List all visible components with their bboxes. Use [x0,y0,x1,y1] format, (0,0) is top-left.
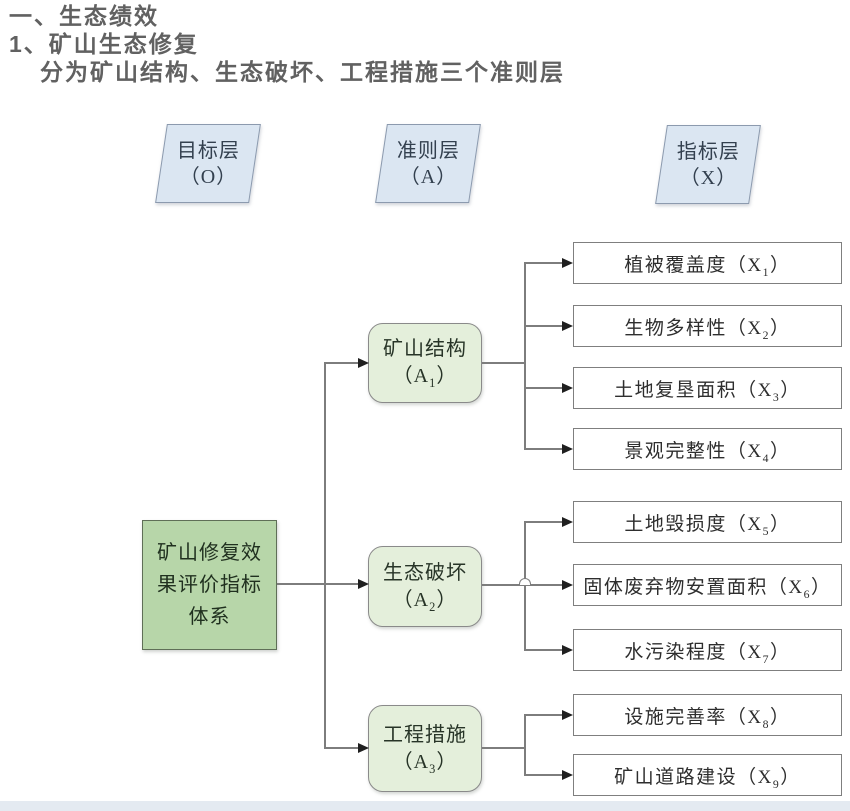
criterion-a3-name: 工程措施 [383,723,467,746]
arrowhead-into-a2 [358,579,369,589]
connector-a2-branch-vertical [524,521,526,651]
indicator-box-x7: 水污染程度（X7） [573,629,842,671]
criterion-a2-name: 生态破坏 [383,561,467,584]
connector-branch-x1 [525,262,563,264]
section-title: 一、生态绩效 [9,3,159,29]
criterion-box-a1: 矿山结构 （A1） [368,323,482,403]
arrowhead-into-a1 [358,358,369,368]
layer-label-goal-text: 目标层 （O） [176,139,240,188]
criterion-box-a3: 工程措施 （A3） [368,705,482,792]
arrowhead-into-x7 [562,645,573,655]
arrowhead-into-x3 [562,383,573,393]
indicator-box-x6: 固体废弃物安置面积（X6） [573,564,842,606]
indicator-x5-label: 土地毁损度（X5） [624,513,791,538]
layer-label-indicator: 指标层 （X） [655,125,761,204]
description-text: 分为矿山结构、生态破坏、工程措施三个准则层 [40,59,565,85]
indicator-box-x4: 景观完整性（X4） [573,428,842,470]
layer-label-goal: 目标层 （O） [155,124,261,203]
line-hop [519,578,531,585]
indicator-box-x9: 矿山道路建设（X9） [573,754,842,796]
layer-label-indicator-text: 指标层 （X） [676,140,740,189]
connector-trunk-vertical [324,362,326,749]
arrowhead-into-x4 [562,444,573,454]
indicator-x9-label: 矿山道路建设（X9） [614,766,801,791]
subsection-title: 1、矿山生态修复 [9,31,199,57]
criterion-a1-name: 矿山结构 [383,338,467,360]
arrowhead-into-x6 [562,580,573,590]
connector-branch-x2 [525,325,563,327]
indicator-box-x8: 设施完善率（X8） [573,694,842,736]
connector-root-to-a2 [277,583,360,585]
arrowhead-into-x9 [562,770,573,780]
indicator-x1-label: 植被覆盖度（X1） [624,254,791,279]
arrowhead-into-a3 [358,743,369,753]
layer-label-criteria: 准则层 （A） [375,124,481,203]
criterion-a1-code: （A1） [392,365,458,390]
indicator-box-x1: 植被覆盖度（X1） [573,242,842,284]
arrowhead-into-x5 [562,517,573,527]
indicator-x4-label: 景观完整性（X4） [624,440,791,465]
indicator-x8-label: 设施完善率（X8） [624,706,791,731]
arrowhead-into-x1 [562,258,573,268]
root-goal-box: 矿山修复效果评价指标体系 [142,520,277,650]
arrowhead-into-x8 [562,710,573,720]
criterion-a3-code: （A3） [392,750,458,776]
page-bottom-band [0,801,850,811]
connector-trunk-to-a3 [324,747,360,749]
indicator-box-x2: 生物多样性（X2） [573,305,842,347]
connector-branch-x8 [525,714,563,716]
arrowhead-into-x2 [562,321,573,331]
connector-a1-feeder [482,362,526,364]
connector-branch-x9 [525,774,563,776]
connector-branch-x3 [525,387,563,389]
layer-label-criteria-text: 准则层 （A） [396,139,460,188]
connector-a3-branch-vertical [524,714,526,776]
indicator-x2-label: 生物多样性（X2） [624,317,791,342]
indicator-x3-label: 土地复垦面积（X3） [614,379,801,404]
root-goal-label: 矿山修复效果评价指标体系 [157,542,262,628]
criterion-a2-code: （A2） [392,588,458,614]
connector-branch-x4 [525,448,563,450]
connector-a3-feeder [482,747,526,749]
connector-branch-x7 [525,649,563,651]
indicator-box-x5: 土地毁损度（X5） [573,501,842,543]
connector-trunk-to-a1 [324,362,360,364]
indicator-x7-label: 水污染程度（X7） [624,641,791,666]
indicator-x6-label: 固体废弃物安置面积（X6） [583,576,832,601]
connector-a1-branch-vertical [524,262,526,450]
criterion-box-a2: 生态破坏 （A2） [368,546,482,627]
indicator-box-x3: 土地复垦面积（X3） [573,367,842,409]
connector-branch-x5 [525,521,563,523]
